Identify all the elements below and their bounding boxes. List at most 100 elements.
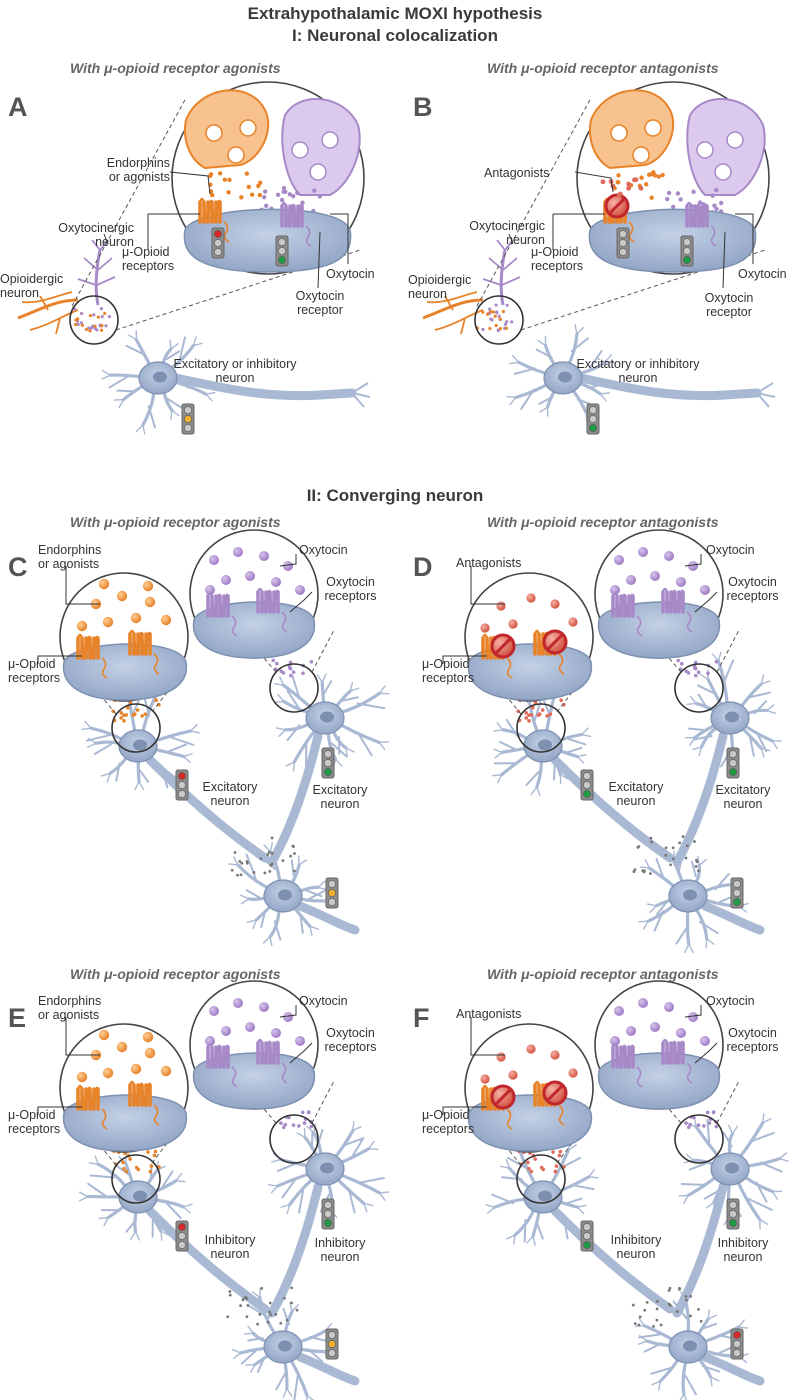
ligand-molecule	[271, 1028, 281, 1038]
ligand-molecule	[508, 1070, 518, 1080]
dendrite-tip	[576, 1204, 587, 1215]
molecule-dot	[228, 1290, 232, 1293]
molecule-dot	[134, 1165, 139, 1170]
axon	[700, 1352, 765, 1386]
molecule-dot	[227, 177, 232, 183]
panel-b-ligand-label: Antagonists	[484, 166, 550, 180]
nucleus	[725, 1162, 739, 1174]
dendrite-tip	[332, 758, 343, 769]
molecule-dot	[643, 1308, 647, 1312]
nucleus	[278, 889, 292, 901]
panel-c-oxytocin-label: Oxytocin	[299, 543, 348, 557]
traffic-light-lamp	[178, 1241, 186, 1249]
dendrite-tip	[367, 1140, 379, 1150]
molecule-dot	[488, 326, 492, 331]
receptor-tail	[281, 1062, 288, 1084]
dendrite-branch	[533, 700, 542, 722]
traffic-light-lamp	[619, 230, 627, 238]
traffic-light-lamp	[214, 239, 222, 247]
molecule-dot	[88, 326, 93, 330]
traffic-light-lamp	[583, 1223, 591, 1231]
panel-b-oxytocin-label: Oxytocin	[738, 267, 787, 281]
dendrite-tip	[285, 761, 296, 772]
panel-f-subtitle: With μ-opioid receptor antagonists	[487, 966, 719, 982]
panel-d-oxytocin-label: Oxytocin	[706, 543, 755, 557]
molecule-dot	[631, 1303, 635, 1307]
molecule-dot	[671, 846, 675, 850]
dendrite-tip	[526, 1235, 536, 1246]
molecule-dot	[659, 1323, 663, 1327]
ligand-molecule	[205, 585, 215, 595]
molecule-dot	[289, 673, 293, 678]
molecule-dot	[226, 190, 231, 195]
dendrite-tip	[134, 780, 145, 791]
dendrite-tip	[78, 1191, 89, 1202]
traffic-light-lamp	[589, 406, 597, 414]
ligand-molecule	[626, 575, 636, 585]
molecule-dot	[693, 666, 697, 670]
ligand-molecule	[142, 580, 154, 592]
dendrite-branch	[700, 1322, 718, 1330]
oxytocinergic-terminal	[686, 98, 766, 196]
opioidergic-fiber	[17, 298, 79, 320]
receptor-tail	[223, 221, 230, 243]
panel-b-target-neuron-label: Excitatory or inhibitory neuron	[576, 357, 700, 385]
molecule-dot	[678, 1288, 681, 1291]
molecule-dot	[238, 859, 242, 863]
molecule-dot	[119, 716, 124, 720]
panel-f-neuron2-label: Inhibitory neuron	[717, 1236, 769, 1264]
panel-b-opioidergic-label: Opioidergic neuron	[408, 273, 472, 301]
molecule-dot	[498, 327, 503, 331]
molecule-dot	[80, 311, 84, 316]
molecule-dot	[283, 189, 288, 195]
panel-e-subtitle: With μ-opioid receptor agonists	[70, 966, 281, 982]
molecule-dot	[531, 705, 535, 710]
receptor-tail	[636, 1066, 643, 1088]
molecule-dot	[245, 1297, 249, 1300]
zoom-source-circle	[111, 703, 161, 753]
dendrite-branch	[93, 743, 112, 756]
dendrite-branch	[643, 1342, 663, 1353]
opioidergic-branches	[21, 291, 79, 335]
molecule-dot	[615, 180, 620, 185]
dendrite-tip	[678, 1194, 689, 1204]
molecule-dot	[652, 173, 658, 178]
molecule-dot	[124, 1169, 129, 1174]
dendrite-tip	[275, 727, 286, 737]
vesicle	[205, 124, 223, 142]
leader-line	[279, 554, 297, 567]
nucleus	[538, 739, 552, 751]
traffic-light-lamp	[178, 781, 186, 789]
panel-b-subtitle: With μ-opioid receptor antagonists	[487, 60, 719, 76]
axon	[672, 1182, 728, 1318]
dendrite-branch	[538, 395, 554, 405]
axon	[171, 373, 357, 401]
molecule-dot	[100, 323, 104, 328]
block-icon-bar	[546, 633, 564, 651]
molecule-dot	[285, 1318, 289, 1322]
ligand-molecule	[209, 1006, 219, 1016]
receptor-loops	[128, 629, 152, 656]
traffic-light-lamp	[324, 759, 332, 767]
molecule-dot	[491, 310, 495, 314]
molecule-dot	[527, 1166, 531, 1171]
molecule-dot	[678, 197, 683, 202]
molecule-dot	[281, 1125, 286, 1130]
traffic-light-lamp	[583, 772, 591, 780]
molecule-dot	[249, 192, 255, 197]
receptor-loops	[198, 197, 222, 224]
molecule-dot	[669, 863, 672, 867]
dendrite-tip	[98, 1216, 109, 1227]
vesicle	[291, 141, 309, 159]
molecule-dot	[686, 671, 691, 675]
dendrite-branch	[115, 762, 121, 782]
axon	[267, 731, 323, 867]
molecule-dot	[676, 658, 680, 663]
molecule-dot	[269, 863, 273, 867]
molecule-dot	[217, 171, 223, 176]
dendrite-branch	[687, 727, 709, 732]
panel-letter-b: B	[413, 92, 433, 122]
dendrite-branch	[701, 1365, 721, 1373]
molecule-dot	[246, 184, 251, 190]
nucleus	[278, 1340, 292, 1352]
